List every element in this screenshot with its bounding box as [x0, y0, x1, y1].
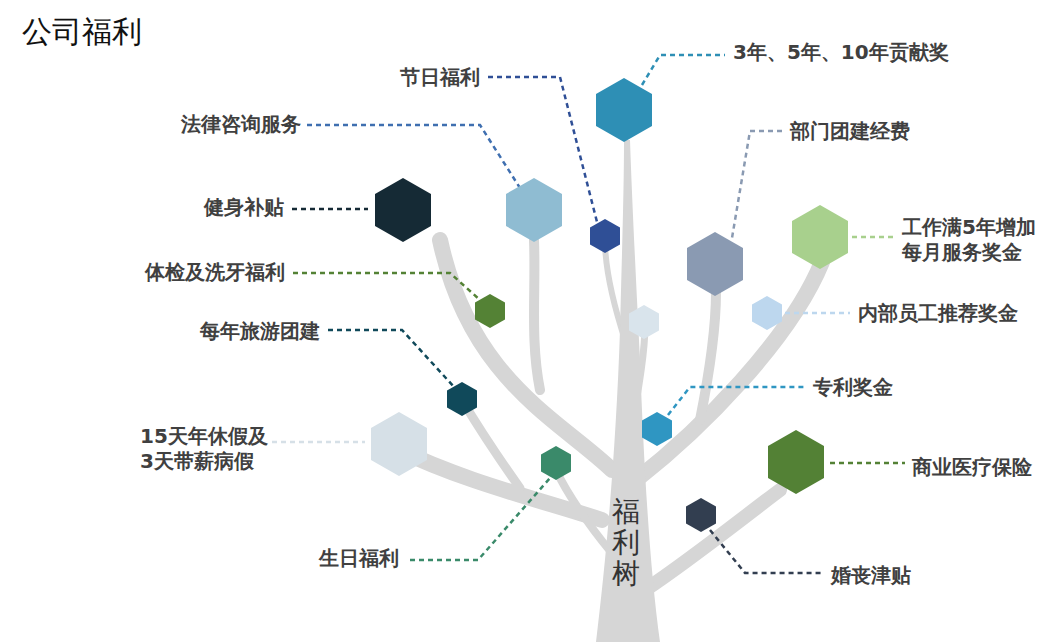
hexagon: [752, 296, 782, 330]
hexagon: [768, 430, 824, 494]
benefit-label: 专利奖金: [813, 375, 893, 400]
benefit-label: 节日福利: [400, 65, 480, 90]
hexagon: [371, 412, 427, 476]
benefit-label: 商业医疗保险: [912, 455, 1032, 480]
hexagon: [687, 232, 743, 296]
benefit-label: 工作满5年增加 每月服务奖金: [902, 215, 1052, 265]
benefit-label: 3年、5年、10年贡献奖: [733, 40, 949, 65]
benefit-label: 15天年休假及 3天带薪病假: [140, 424, 290, 474]
benefit-label: 婚丧津贴: [831, 563, 911, 588]
benefit-label: 每年旅游团建: [200, 319, 320, 344]
hexagon: [541, 446, 571, 480]
benefit-label: 生日福利: [319, 546, 399, 571]
hexagons: [371, 78, 848, 532]
benefit-label: 法律咨询服务: [181, 112, 301, 137]
hexagon: [506, 178, 562, 242]
hexagon: [447, 382, 477, 416]
hexagon: [686, 498, 716, 532]
benefit-label: 部门团建经费: [790, 119, 910, 144]
benefit-label: 内部员工推荐奖金: [858, 301, 1018, 326]
hexagon: [590, 219, 620, 253]
hexagon: [792, 205, 848, 269]
benefit-label: 体检及洗牙福利: [145, 260, 285, 285]
tree-trunk: [596, 140, 660, 642]
hexagon: [642, 412, 672, 446]
hexagon: [475, 294, 505, 328]
page-title: 公司福利: [22, 12, 142, 53]
hexagon: [596, 78, 652, 142]
hexagon: [629, 305, 659, 339]
trunk-label: 福利树: [612, 497, 640, 589]
benefit-label: 健身补贴: [204, 195, 284, 220]
hexagon: [375, 178, 431, 242]
